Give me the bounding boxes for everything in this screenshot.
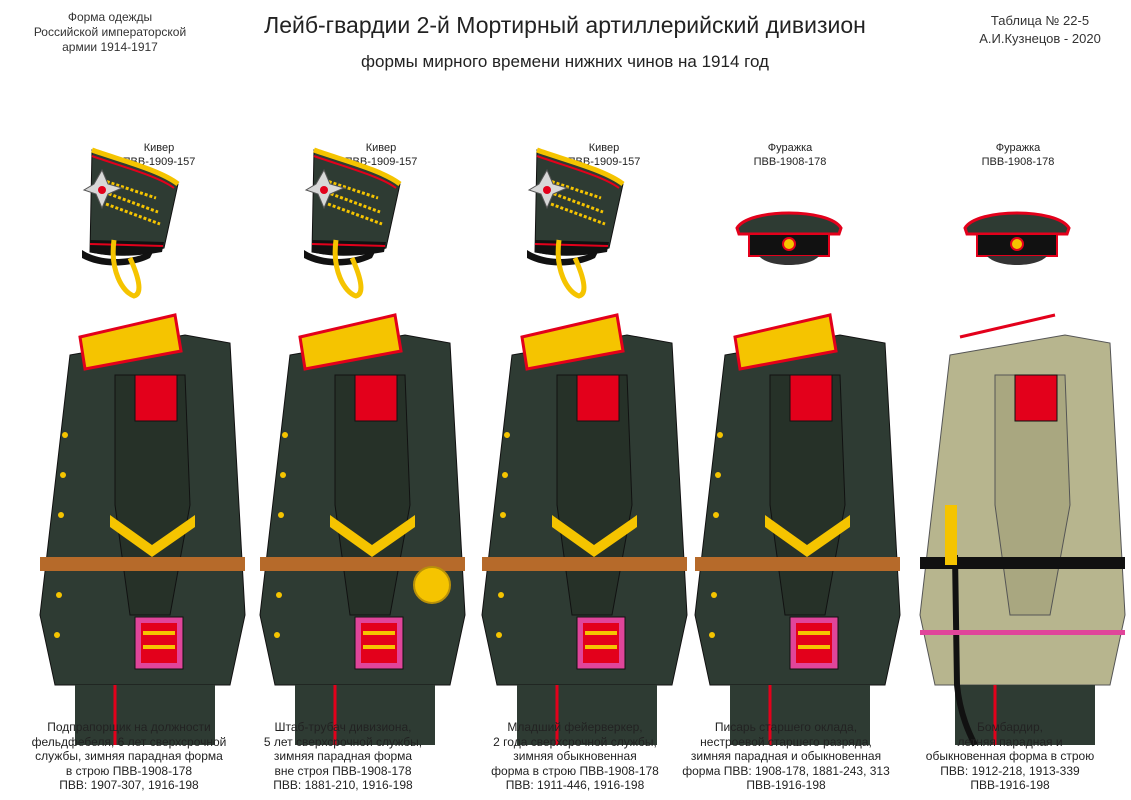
caption-line: службы, зимняя парадная форма bbox=[35, 749, 223, 763]
source-note-line: Российской императорской bbox=[33, 25, 187, 39]
headwear-code: ПВВ-1908-178 bbox=[753, 156, 827, 168]
caption-line: форма в строю ПВВ-1908-178 bbox=[491, 763, 659, 778]
figure-1-caption: Подпрапорщик на должности фельдфебеля, 6… bbox=[19, 720, 239, 793]
headwear-name: Кивер bbox=[143, 142, 175, 154]
summer-tunic-illustration bbox=[920, 315, 1125, 745]
headwear-name: Кивер bbox=[588, 142, 620, 154]
caption-line: зимняя парадная форма bbox=[273, 749, 413, 763]
caption-line: ПВВ: 1907-307, 1916-198 bbox=[59, 778, 199, 792]
figure-4-illustration bbox=[693, 211, 902, 747]
tunic-illustration bbox=[693, 313, 902, 747]
caption-line: Писарь старшего оклада, bbox=[714, 720, 858, 734]
headwear-name: Фуражка bbox=[995, 142, 1041, 154]
caption-line: нестроевой старшего разряда, bbox=[700, 734, 872, 749]
source-note-line: армии 1914-1917 bbox=[62, 40, 158, 54]
source-note: Форма одежды Российской императорской ар… bbox=[20, 10, 200, 55]
headwear-label-5: Фуражка ПВВ-1908-178 bbox=[938, 141, 1098, 169]
author-credit: А.И.Кузнецов - 2020 bbox=[979, 31, 1101, 46]
figure-3-illustration bbox=[480, 150, 689, 747]
tunic-illustration bbox=[258, 313, 467, 747]
trumpet-icon bbox=[413, 566, 451, 604]
caption-line: ПВВ: 1881-210, 1916-198 bbox=[273, 778, 413, 792]
caption-line: зимняя обыкновенная bbox=[513, 749, 637, 763]
table-number: Таблица № 22-5 bbox=[990, 13, 1090, 28]
caption-line: ПВВ-1916-198 bbox=[746, 778, 826, 792]
caption-line: зимняя парадная и обыкновенная bbox=[690, 749, 882, 763]
figure-3-caption: Младший фейерверкер, 2 года сверхсрочной… bbox=[465, 720, 685, 793]
figure-5-illustration bbox=[920, 211, 1125, 745]
figure-5-caption: Бомбардир, летняя парадная и обыкновенна… bbox=[900, 720, 1120, 793]
source-note-line: Форма одежды bbox=[67, 10, 153, 24]
kiver-icon bbox=[527, 150, 623, 296]
tunic-illustration bbox=[38, 313, 247, 747]
caption-line: форма ПВВ: 1908-178, 1881-243, 313 bbox=[682, 763, 890, 778]
page-title: Лейб-гвардии 2-й Мортирный артиллерийски… bbox=[264, 12, 866, 38]
table-reference: Таблица № 22-5 А.И.Кузнецов - 2020 bbox=[960, 12, 1120, 48]
caption-line: вне строя ПВВ-1908-178 bbox=[274, 763, 412, 778]
caption-line: ПВВ: 1912-218, 1913-339 bbox=[940, 763, 1080, 778]
caption-line: летняя парадная и bbox=[957, 734, 1063, 749]
figure-1-illustration bbox=[38, 150, 247, 747]
headwear-code: ПВВ-1908-178 bbox=[981, 156, 1055, 168]
figure-2-caption: Штаб-трубач дивизиона, 5 лет сверхсрочно… bbox=[233, 720, 453, 793]
headwear-name: Кивер bbox=[365, 142, 397, 154]
caption-line: Младший фейерверкер, bbox=[507, 720, 643, 734]
caption-line: ПВВ: 1911-446, 1916-198 bbox=[505, 778, 645, 792]
headwear-label-4: Фуражка ПВВ-1908-178 bbox=[710, 141, 870, 169]
page-subtitle: формы мирного времени нижних чинов на 19… bbox=[361, 52, 769, 71]
tunic-illustration bbox=[480, 313, 689, 747]
figure-2-illustration bbox=[258, 150, 467, 747]
caption-line: ПВВ-1916-198 bbox=[970, 778, 1050, 792]
caption-line: 2 года сверхсрочной службы, bbox=[493, 734, 657, 749]
caption-line: Штаб-трубач дивизиона, bbox=[274, 720, 412, 734]
caption-line: в строю ПВВ-1908-178 bbox=[65, 763, 193, 778]
caption-line: обыкновенная форма в строю bbox=[925, 749, 1095, 763]
caption-line: фельдфебеля, 6 лет сверхсрочной bbox=[31, 734, 227, 749]
headwear-name: Фуражка bbox=[767, 142, 813, 154]
cap-icon bbox=[735, 211, 843, 267]
kiver-icon bbox=[304, 150, 400, 296]
caption-line: 5 лет сверхсрочной службы, bbox=[263, 734, 423, 749]
caption-line: Бомбардир, bbox=[976, 720, 1044, 734]
caption-line: Подпрапорщик на должности bbox=[47, 720, 211, 734]
cap-icon bbox=[963, 211, 1071, 267]
kiver-icon bbox=[82, 150, 178, 296]
figure-4-caption: Писарь старшего оклада, нестроевой старш… bbox=[676, 720, 896, 793]
